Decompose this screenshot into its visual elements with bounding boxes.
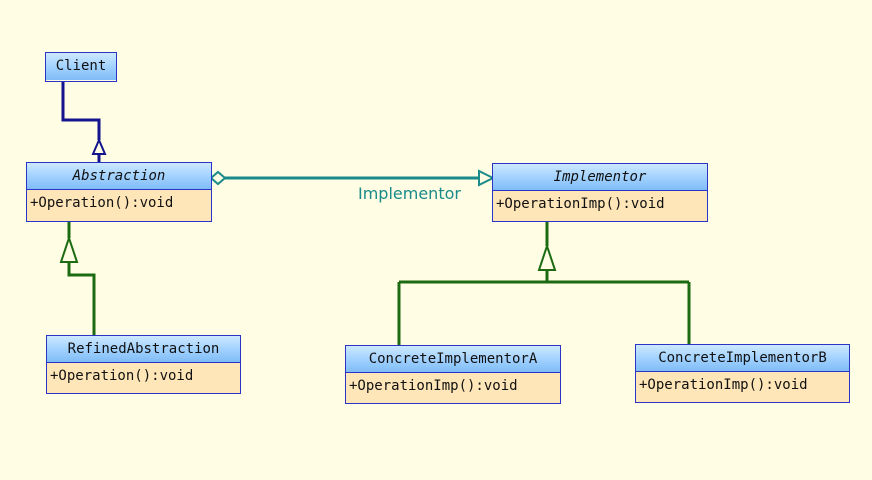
concrete-implementor-b-class[interactable]: ConcreteImplementorB +OperationImp():voi… — [635, 344, 850, 403]
concrete-implementor-b-class-name: ConcreteImplementorB — [636, 345, 849, 372]
implementor-generalization-tree — [397, 222, 691, 345]
implementor-class[interactable]: Implementor +OperationImp():void — [492, 163, 708, 222]
refined-abstraction-class-name: RefinedAbstraction — [47, 336, 240, 363]
implementor-role-label: Implementor — [358, 184, 461, 203]
concrete-implementor-b-operation: +OperationImp():void — [639, 377, 808, 393]
tree-arrowhead — [537, 242, 557, 271]
implementor-operation: +OperationImp():void — [496, 196, 665, 212]
dependency-arrowhead — [91, 137, 107, 155]
abstraction-class[interactable]: Abstraction +Operation():void — [26, 162, 212, 222]
concrete-implementor-a-operation: +OperationImp():void — [349, 378, 518, 394]
dependency-line — [61, 82, 101, 140]
refined-abstraction-class[interactable]: RefinedAbstraction +Operation():void — [46, 335, 241, 394]
concrete-implementor-a-class-name: ConcreteImplementorA — [346, 346, 560, 373]
abstraction-operation: +Operation():void — [30, 195, 174, 211]
generalization-arrowhead — [59, 234, 79, 263]
generalization-line — [67, 262, 96, 335]
client-to-abstraction-dependency — [61, 82, 107, 162]
refined-abstraction-generalization — [59, 222, 96, 335]
implementor-class-name: Implementor — [493, 164, 707, 191]
abstraction-implementor-aggregation — [209, 169, 496, 187]
concrete-implementor-a-class[interactable]: ConcreteImplementorA +OperationImp():voi… — [345, 345, 561, 404]
refined-abstraction-operation: +Operation():void — [50, 368, 194, 384]
aggregation-diamond — [209, 170, 227, 186]
aggregation-arrowhead — [478, 169, 496, 187]
client-class-name: Client — [46, 53, 116, 80]
client-class[interactable]: Client — [45, 52, 117, 82]
abstraction-class-name: Abstraction — [27, 163, 211, 190]
